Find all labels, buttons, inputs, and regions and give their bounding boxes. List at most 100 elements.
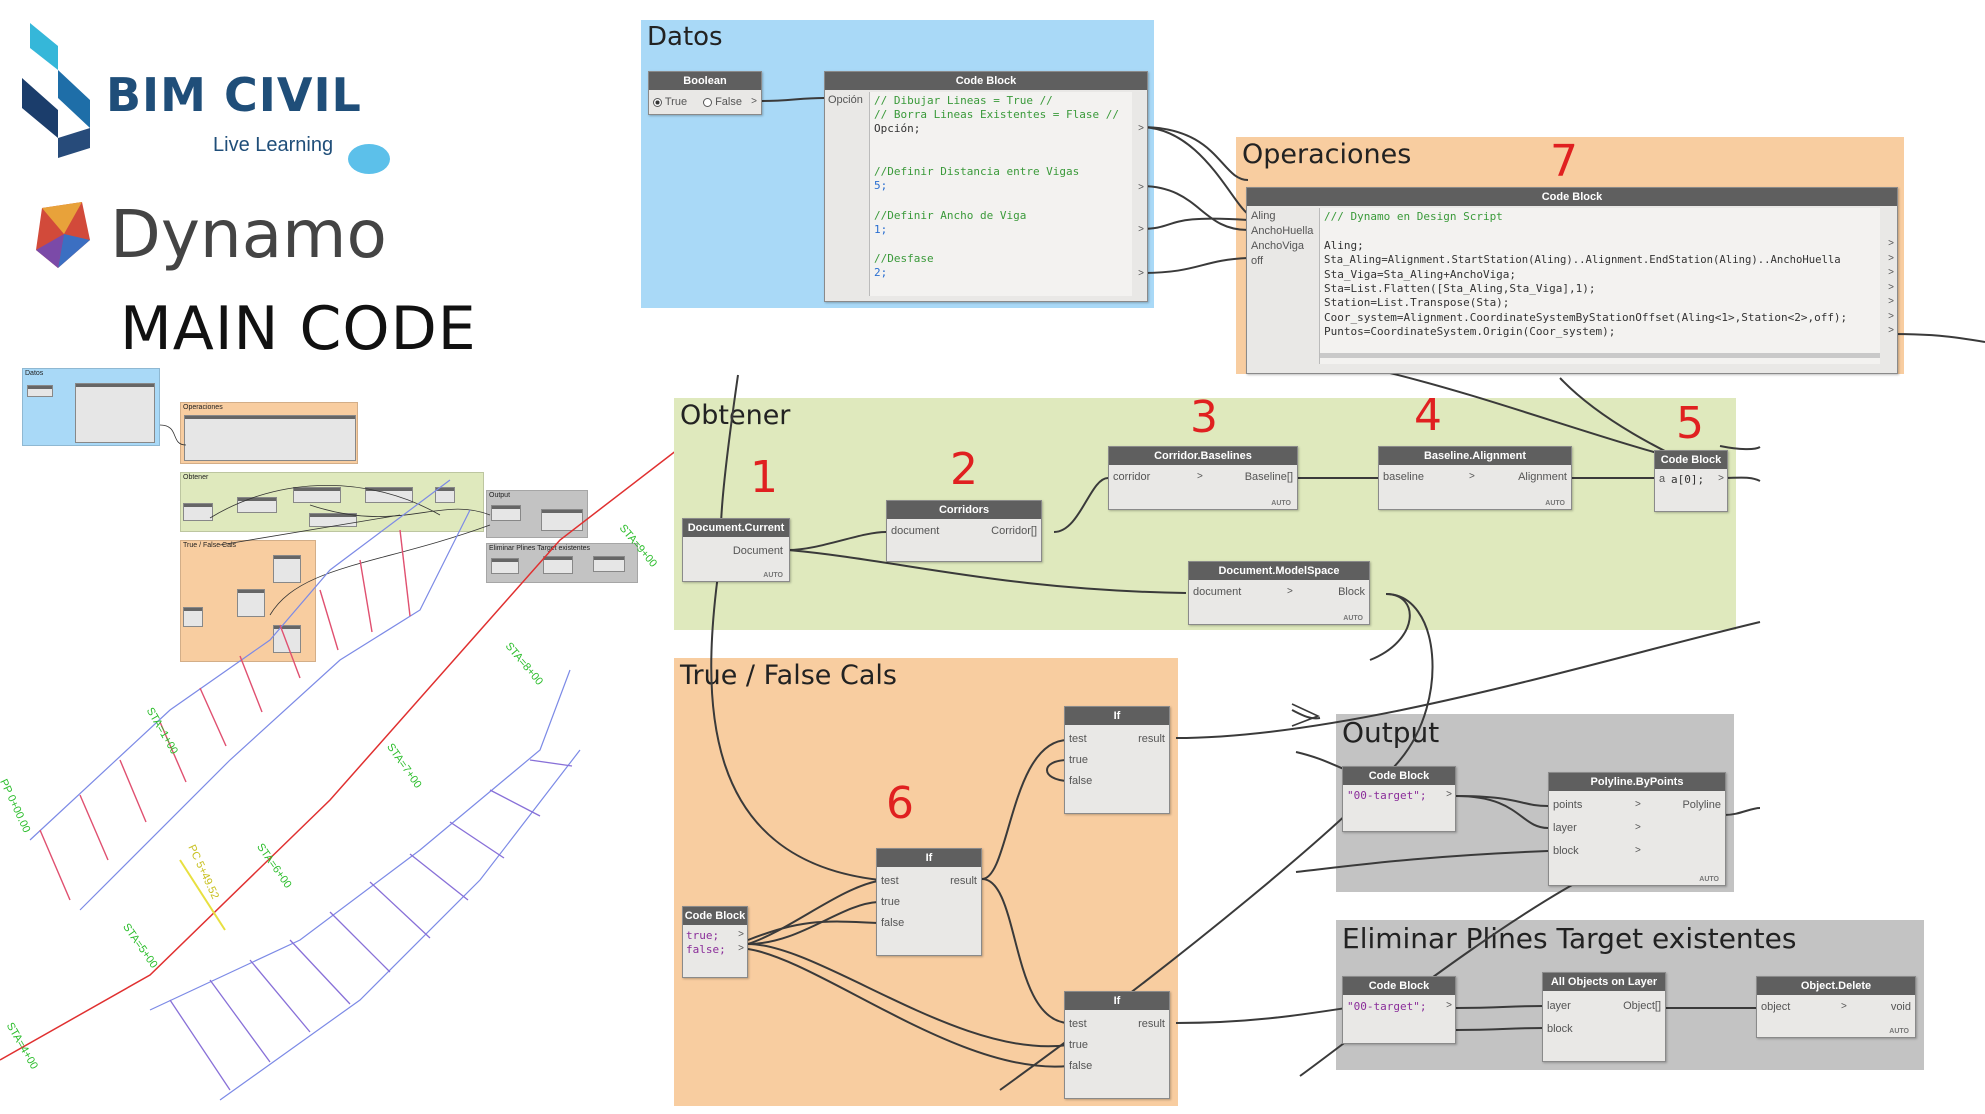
polyline-bypoints-node[interactable]: Polyline.ByPoints points layer block > >…	[1548, 772, 1726, 886]
output-port-polyline[interactable]: Polyline	[1682, 799, 1721, 811]
output-arrow-icon[interactable]: >	[1138, 268, 1144, 279]
code-line[interactable]: false;	[686, 943, 726, 956]
input-port-true[interactable]: true	[1069, 754, 1088, 766]
input-port-baseline[interactable]: baseline	[1383, 471, 1424, 483]
code-block-target-eliminar[interactable]: Code Block "00-target"; >	[1342, 976, 1456, 1044]
input-port-test[interactable]: test	[1069, 733, 1087, 745]
input-port-true[interactable]: true	[1069, 1039, 1088, 1051]
input-port-document[interactable]: document	[891, 525, 940, 537]
output-arrow-icon[interactable]: >	[1446, 1000, 1452, 1011]
input-port-block[interactable]: block	[1553, 845, 1579, 857]
code-line: //Desfase	[874, 252, 934, 265]
output-arrow-icon[interactable]: >	[1446, 789, 1452, 800]
if-node-top[interactable]: If test true false result	[1064, 706, 1170, 814]
auto-badge: AUTO	[1699, 876, 1719, 883]
output-port-corridors[interactable]: Corridor[]	[991, 525, 1037, 537]
input-port-aling[interactable]: Aling	[1251, 210, 1276, 222]
code-scrollbar[interactable]	[1320, 353, 1880, 358]
input-port-block[interactable]: block	[1547, 1023, 1573, 1035]
output-port-result[interactable]: result	[1138, 1018, 1165, 1030]
input-port-test[interactable]: test	[881, 875, 899, 887]
output-arrow-icon[interactable]: >	[1888, 311, 1894, 322]
output-port-void[interactable]: void	[1890, 1001, 1911, 1013]
if-node-title: If	[1065, 707, 1169, 725]
baseline-alignment-node[interactable]: Baseline.Alignment baseline > Alignment …	[1378, 446, 1572, 510]
input-port-true[interactable]: true	[881, 896, 900, 908]
corridor-baselines-node[interactable]: Corridor.Baselines corridor > Baseline[]…	[1108, 446, 1298, 510]
output-port-document[interactable]: Document	[732, 545, 783, 557]
output-arrow-icon[interactable]: >	[1888, 282, 1894, 293]
code-block-datos-input[interactable]: Opción	[828, 94, 863, 106]
chevron-right-icon: >	[1841, 1001, 1847, 1012]
thumb-node	[27, 385, 53, 397]
logo-text: BIM CIVIL	[106, 68, 362, 122]
code-block-bool-title: Code Block	[683, 907, 747, 925]
code-line: // Dibujar Lineas = True //	[874, 94, 1053, 107]
corridors-node[interactable]: Corridors document Corridor[]	[886, 500, 1042, 562]
graph-thumbnail: Datos Operaciones Obtener True / False C…	[20, 365, 640, 665]
input-port-anchohuella[interactable]: AnchoHuella	[1251, 225, 1314, 237]
output-arrow-icon[interactable]: >	[1888, 253, 1894, 264]
input-port-points[interactable]: points	[1553, 799, 1583, 811]
code-block-index-node[interactable]: Code Block a a[0]; >	[1654, 450, 1728, 512]
code-line: /// Dynamo en Design Script	[1324, 210, 1503, 223]
output-arrow-icon[interactable]: >	[1138, 123, 1144, 134]
output-arrow-icon[interactable]: >	[738, 943, 744, 954]
code-block-operaciones[interactable]: Code Block Aling AnchoHuella AnchoViga o…	[1246, 187, 1898, 374]
output-arrow-icon[interactable]: >	[738, 929, 744, 940]
document-modelspace-node[interactable]: Document.ModelSpace document > Block AUT…	[1188, 561, 1370, 625]
code-line[interactable]: "00-target";	[1347, 1000, 1427, 1013]
input-port-a[interactable]: a	[1659, 473, 1666, 485]
input-port-false[interactable]: false	[1069, 775, 1093, 787]
output-port-result[interactable]: result	[1138, 733, 1165, 745]
false-radio[interactable]: False	[703, 96, 742, 108]
output-port-block[interactable]: Block	[1338, 586, 1365, 598]
code-block-target-output[interactable]: Code Block "00-target"; >	[1342, 766, 1456, 832]
code-line[interactable]: true;	[686, 929, 720, 942]
object-delete-node[interactable]: Object.Delete object > void AUTO	[1756, 976, 1916, 1038]
app-name: Dynamo	[110, 196, 387, 273]
code-block-datos[interactable]: Code Block Opción // Dibujar Lineas = Tr…	[824, 71, 1148, 302]
if-node-middle[interactable]: If test true false result	[876, 848, 982, 956]
output-arrow-icon[interactable]: >	[751, 96, 757, 107]
output-arrow-icon[interactable]: >	[1888, 238, 1894, 249]
input-port-test[interactable]: test	[1069, 1018, 1087, 1030]
input-port-anchoviga[interactable]: AnchoViga	[1251, 240, 1305, 252]
auto-badge: AUTO	[1271, 500, 1291, 507]
code-block-bool-node[interactable]: Code Block true; false; > >	[682, 906, 748, 978]
input-port-corridor[interactable]: corridor	[1113, 471, 1151, 483]
output-port-alignment[interactable]: Alignment	[1518, 471, 1567, 483]
input-port-object[interactable]: object	[1761, 1001, 1791, 1013]
code-line: Station=List.Transpose(Sta);	[1324, 296, 1510, 309]
output-port-result[interactable]: result	[950, 875, 977, 887]
output-arrow-icon[interactable]: >	[1718, 473, 1724, 484]
input-port-false[interactable]: false	[881, 917, 905, 929]
code-editor[interactable]: // Dibujar Lineas = True // // Borra Lin…	[869, 92, 1132, 296]
input-port-off[interactable]: off	[1251, 255, 1264, 267]
output-arrow-icon[interactable]: >	[1888, 296, 1894, 307]
output-arrow-icon[interactable]: >	[1138, 182, 1144, 193]
code-line: Coor_system=Alignment.CoordinateSystemBy…	[1324, 311, 1848, 324]
if-node-bottom[interactable]: If test true false result	[1064, 991, 1170, 1099]
all-objects-on-layer-node[interactable]: All Objects on Layer layer block Object[…	[1542, 972, 1666, 1062]
true-radio[interactable]: True	[653, 96, 687, 108]
thumb-node	[491, 558, 519, 574]
thumb-node	[184, 415, 356, 461]
input-port-document[interactable]: document	[1193, 586, 1242, 598]
code-editor[interactable]: /// Dynamo en Design Script Aling; Sta_A…	[1319, 208, 1880, 364]
input-port-layer[interactable]: layer	[1547, 1000, 1571, 1012]
output-arrow-icon[interactable]: >	[1888, 325, 1894, 336]
input-port-layer[interactable]: layer	[1553, 822, 1577, 834]
radio-empty-icon	[703, 97, 712, 107]
input-port-false[interactable]: false	[1069, 1060, 1093, 1072]
code-line: //Definir Distancia entre Vigas	[874, 165, 1080, 178]
boolean-node[interactable]: Boolean True False >	[648, 71, 762, 115]
document-current-node[interactable]: Document.Current Document AUTO	[682, 518, 790, 582]
code-line[interactable]: a[0];	[1671, 473, 1705, 486]
output-port-objects[interactable]: Object[]	[1623, 1000, 1661, 1012]
output-port-baselines[interactable]: Baseline[]	[1244, 471, 1293, 483]
thumb-label-datos: Datos	[25, 370, 44, 377]
code-line[interactable]: "00-target";	[1347, 789, 1427, 802]
output-arrow-icon[interactable]: >	[1138, 224, 1144, 235]
output-arrow-icon[interactable]: >	[1888, 267, 1894, 278]
